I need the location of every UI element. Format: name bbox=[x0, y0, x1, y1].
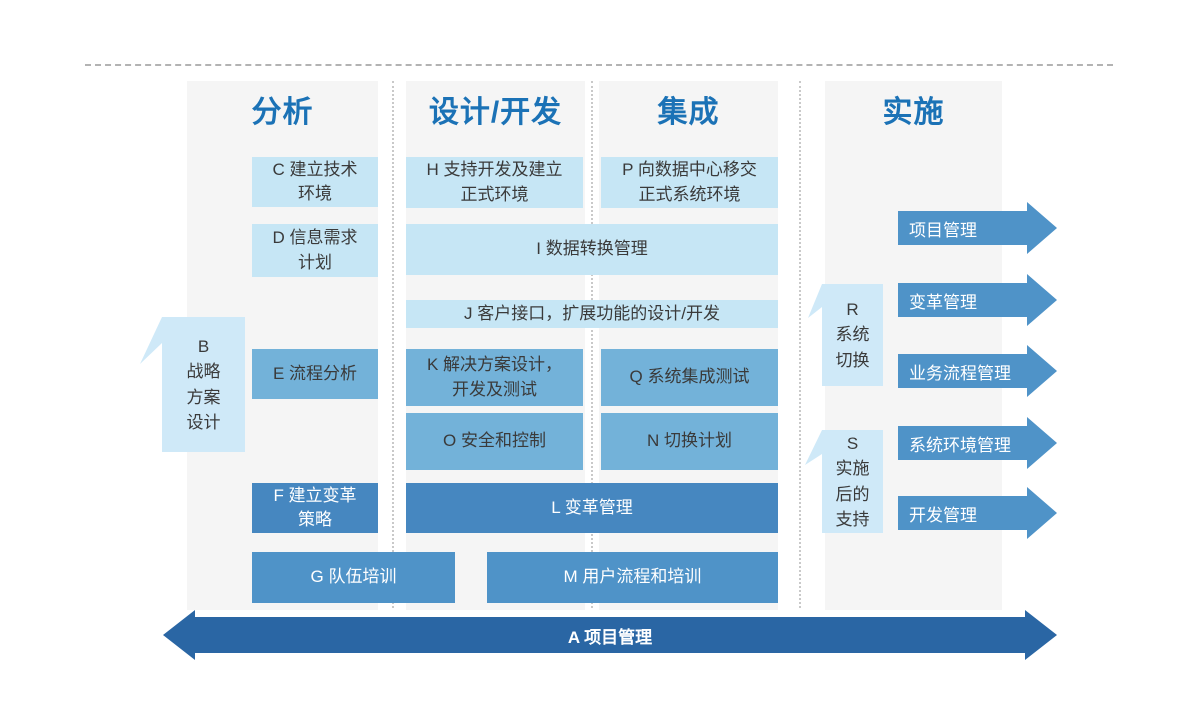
task-box-h: H 支持开发及建立 正式环境 bbox=[406, 157, 583, 208]
phase-title-implementation: 实施 bbox=[882, 96, 945, 129]
task-box-p: P 向数据中心移交 正式系统环境 bbox=[601, 157, 778, 208]
task-box-m: M 用户流程和培训 bbox=[487, 552, 778, 603]
column-divider-1 bbox=[392, 81, 394, 608]
phase-title-analysis: 分析 bbox=[251, 96, 314, 129]
arrow-system-environment-management-label: 系统环境管理 bbox=[909, 435, 1011, 455]
flag-s-post-implementation-support: S 实施 后的 支持 bbox=[805, 430, 883, 533]
task-box-k: K 解决方案设计， 开发及测试 bbox=[406, 349, 583, 406]
task-box-n: N 切换计划 bbox=[601, 413, 778, 470]
task-box-d: D 信息需求 计划 bbox=[252, 224, 378, 277]
task-box-c: C 建立技术 环境 bbox=[252, 157, 378, 207]
flag-b-strategy-design: B 战略 方案 设计 bbox=[140, 317, 245, 452]
task-box-i: I 数据转换管理 bbox=[406, 224, 778, 275]
arrow-business-process-management-label: 业务流程管理 bbox=[909, 363, 1011, 383]
task-box-f: F 建立变革 策略 bbox=[252, 483, 378, 533]
arrow-development-management-label: 开发管理 bbox=[909, 505, 977, 525]
task-box-j: J 客户接口，扩展功能的设计/开发 bbox=[406, 300, 778, 328]
arrow-change-management-label: 变革管理 bbox=[909, 292, 977, 312]
task-box-e: E 流程分析 bbox=[252, 349, 378, 399]
arrow-project-management-label: 项目管理 bbox=[909, 220, 977, 240]
column-divider-3 bbox=[799, 81, 801, 608]
flag-r-system-cutover: R 系统 切换 bbox=[808, 284, 883, 386]
task-box-q: Q 系统集成测试 bbox=[601, 349, 778, 406]
arrow-a-project-management-label: A 项目管理 bbox=[567, 627, 653, 647]
task-box-l: L 变革管理 bbox=[406, 483, 778, 533]
top-dashed-divider bbox=[85, 64, 1113, 66]
task-box-o: O 安全和控制 bbox=[406, 413, 583, 470]
phase-title-integration: 集成 bbox=[657, 96, 720, 129]
column-divider-2 bbox=[591, 81, 593, 608]
phase-title-design: 设计/开发 bbox=[428, 96, 563, 129]
task-box-g: G 队伍培训 bbox=[252, 552, 455, 603]
arrow-a-project-management: A 项目管理 bbox=[163, 610, 1057, 660]
